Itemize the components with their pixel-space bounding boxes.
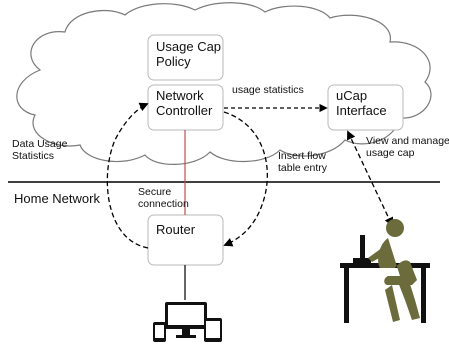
secure-connection-label: Secure connection [138, 186, 189, 211]
insert-flow-label: Insert flow table entry [278, 150, 328, 175]
usage-statistics-label: usage statistics [232, 84, 304, 96]
home-network-label: Home Network [14, 191, 100, 206]
network-controller-label: Network Controller [156, 88, 213, 118]
usage-cap-policy-box [147, 34, 224, 81]
usage-cap-policy-label: Usage Cap Policy [156, 39, 222, 69]
insert-flow-arrow [223, 111, 268, 247]
internet-cloud [16, 2, 432, 165]
view-manage-arrow [347, 130, 393, 227]
data-usage-statistics-arrow [106, 102, 149, 249]
data-usage-statistics-label: Data Usage Statistics [12, 138, 68, 163]
ucap-interface-box [327, 84, 404, 131]
ucap-interface-label: uCap Interface [336, 88, 387, 118]
view-manage-label: View and manage usage cap [366, 135, 449, 160]
router-label: Router [156, 222, 196, 237]
devices-icon [153, 302, 222, 342]
user-at-desk-icon [340, 219, 430, 323]
